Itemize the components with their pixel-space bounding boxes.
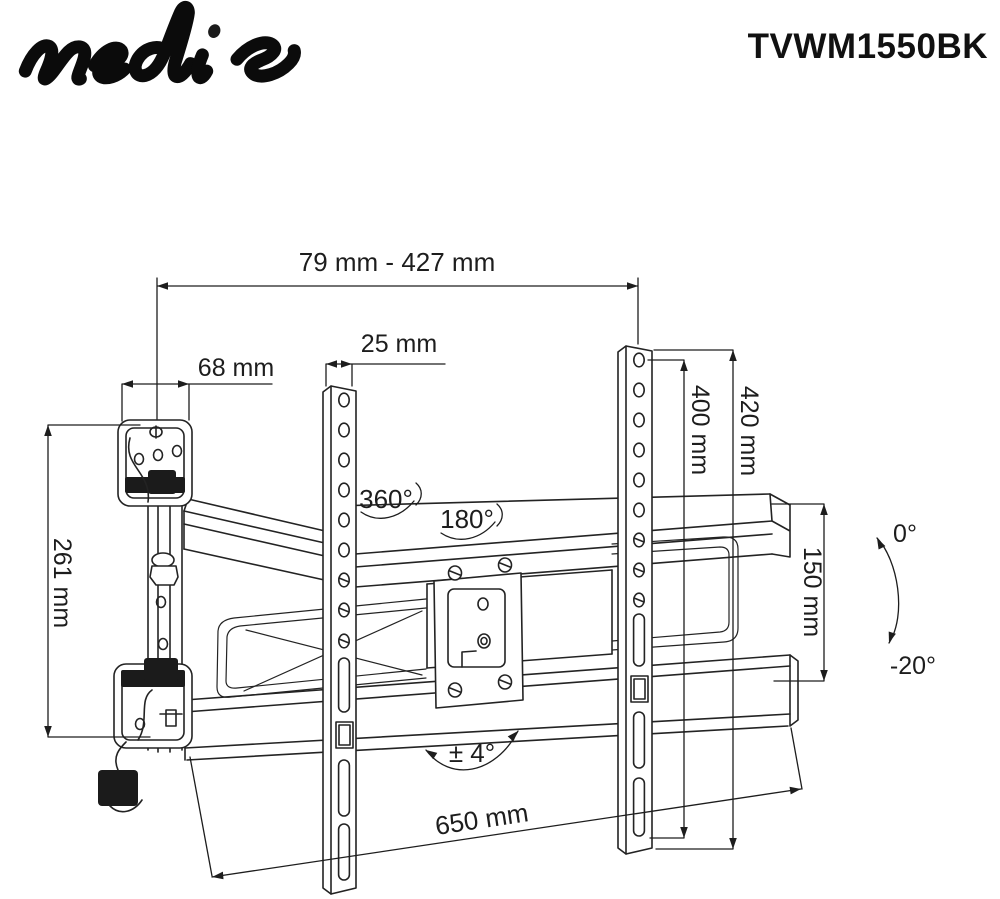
annotation-rotation-tv: 180° <box>440 503 503 540</box>
rail-height-label: 420 mm <box>735 386 763 476</box>
dimension-wall-plate-height: 261 mm <box>44 424 151 738</box>
dimension-rail-width: 25 mm <box>325 330 446 387</box>
dimension-bracket-width: 650 mm <box>189 727 803 880</box>
annotation-rotation-arm: 360° <box>359 482 422 519</box>
annotation-tilt: 0° -20° <box>876 520 936 680</box>
wall-plate-upper <box>117 419 193 507</box>
swivel-arm <box>183 498 339 584</box>
wall-plate-width-label: 68 mm <box>198 354 274 382</box>
level-adjust-label: ± 4° <box>449 738 495 768</box>
rotation-arm-label: 360° <box>359 484 413 514</box>
nedis-logo: nedis <box>18 0 301 86</box>
rotation-tv-label: 180° <box>440 504 494 534</box>
wall-plate-lower <box>113 658 193 749</box>
tv-rail-right <box>617 345 653 855</box>
dimension-bracket-height: 150 mm <box>771 503 828 682</box>
beam-screws <box>447 557 513 698</box>
wall-plate-clamp <box>98 741 143 813</box>
model-number: TVWM1550BK <box>748 27 988 66</box>
tv-rail-left <box>322 385 357 895</box>
dimension-rail-height: 420 mm <box>653 349 763 850</box>
annotation-level-adjust: ± 4° <box>425 730 519 771</box>
dimension-vesa-vertical: 400 mm <box>647 359 714 839</box>
vesa-plate <box>433 572 524 709</box>
bracket-height-label: 150 mm <box>798 547 826 637</box>
vesa-vertical-label: 400 mm <box>686 385 714 475</box>
dimension-wall-plate-width: 68 mm <box>121 354 274 422</box>
tilt-up-label: 0° <box>893 520 917 548</box>
frame-opening-left <box>216 598 427 698</box>
rail-width-label: 25 mm <box>361 330 437 358</box>
wall-plate-height-label: 261 mm <box>48 538 76 628</box>
arm-reach-label: 79 mm - 427 mm <box>299 247 496 277</box>
bracket-width-label: 650 mm <box>433 797 530 841</box>
tilt-down-label: -20° <box>890 652 936 680</box>
dimension-arm-reach: 79 mm - 427 mm <box>156 247 639 420</box>
